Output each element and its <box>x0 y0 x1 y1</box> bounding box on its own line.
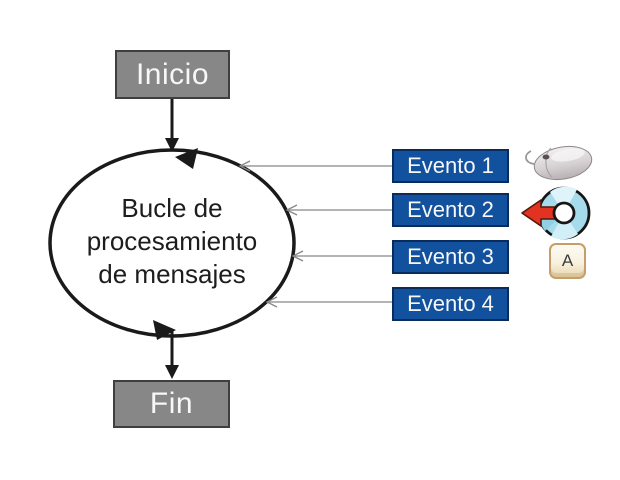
mouse-icon <box>525 145 593 181</box>
connector-event-2-arrowhead-icon <box>285 204 298 216</box>
event-node-2: Evento 2 <box>392 193 509 227</box>
loop-bottom-arrowhead-icon <box>153 320 176 340</box>
connector-event-4-arrowhead-icon <box>265 296 278 308</box>
connector-event-3-arrowhead-icon <box>291 250 304 262</box>
loop-to-end-arrowhead-icon <box>165 365 179 379</box>
start-node: Inicio <box>115 50 230 99</box>
start-to-loop-arrowhead-icon <box>165 138 179 152</box>
event-node-1: Evento 1 <box>392 149 509 183</box>
start-node-label: Inicio <box>135 57 210 91</box>
keyboard-key-letter: A <box>561 251 574 270</box>
event-connectors <box>238 160 392 308</box>
event-node-3: Evento 3 <box>392 240 509 274</box>
loop-label-line-2: procesamiento <box>86 226 258 256</box>
loop-label-line-1: Bucle de <box>121 193 223 223</box>
event-node-3-label: Evento 3 <box>407 244 494 269</box>
cd-arrow-icon <box>521 186 591 240</box>
end-node-label: Fin <box>149 387 194 420</box>
end-node: Fin <box>113 380 230 428</box>
loop-label-line-3: de mensajes <box>98 259 246 289</box>
keyboard-key-icon: A <box>549 243 586 279</box>
event-node-4: Evento 4 <box>392 287 509 321</box>
event-node-1-label: Evento 1 <box>407 153 494 178</box>
connector-event-1-arrowhead-icon <box>238 160 251 172</box>
event-node-2-label: Evento 2 <box>407 197 494 222</box>
event-node-4-label: Evento 4 <box>407 291 494 316</box>
loop-top-arrowhead-icon <box>175 148 198 169</box>
loop-node-label: Bucle de procesamiento de mensajes <box>62 192 282 291</box>
